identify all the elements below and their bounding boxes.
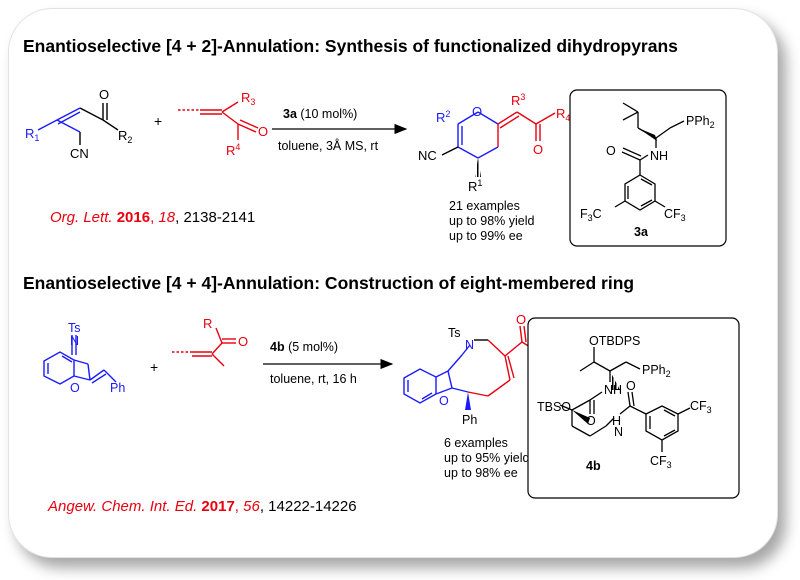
svg-text:R2: R2 [436,109,450,125]
svg-text:OTBDPS: OTBDPS [589,334,640,348]
svg-text:O: O [238,334,248,349]
svg-text:O: O [586,414,596,428]
catalyst-4b-label: 4b [586,459,601,473]
product-1-dihydropyran [441,111,556,159]
svg-text:O: O [516,312,526,327]
svg-text:NH: NH [650,149,668,163]
results-1-yield: up to 98% yield [449,214,535,228]
reference-1-year: 2016 [117,209,150,226]
reaction-1-conditions-bottom: toluene, 3Å MS, rt [278,138,379,153]
svg-text:H: H [612,414,621,428]
catalyst-3a-label: 3a [634,225,649,239]
results-2-examples: 6 examples [444,436,508,450]
plus-sign-1: + [154,113,162,129]
catalyst-ref-3a: 3a [283,107,298,121]
catalyst-3a-structure [614,102,685,211]
svg-text:R1: R1 [468,178,482,194]
svg-text:PPh2: PPh2 [686,114,715,130]
section-2-title: Enantioselective [4 + 4]-Annulation: Con… [23,273,635,293]
catalyst-3a-box [569,89,727,247]
svg-text:TBSO: TBSO [537,400,571,414]
svg-text:NC: NC [418,148,437,163]
reference-2: Angew. Chem. Int. Ed. 2017, 56, 14222-14… [47,498,357,515]
reference-1-journal: Org. Lett. [50,209,113,226]
svg-text:R3: R3 [241,90,255,107]
svg-text:O: O [606,144,616,158]
svg-text:O: O [472,104,482,119]
reaction-2-conditions-top: 4b (5 mol%) [270,340,338,354]
svg-text:O: O [99,87,109,102]
reference-1: Org. Lett. 2016, 18, 2138-2141 [50,209,255,226]
reactant-4-allenone [172,327,236,367]
svg-text:R4: R4 [556,106,570,123]
reactant-1-ketone [79,103,119,145]
svg-text:R1: R1 [25,126,39,143]
svg-text:R3: R3 [511,92,525,108]
svg-text:R: R [203,316,212,331]
svg-text:NH: NH [604,383,622,397]
results-2-ee: up to 98% ee [444,466,518,480]
plus-sign-2: + [150,359,158,375]
reference-2-journal: Angew. Chem. Int. Ed. [47,498,197,515]
svg-text:Ph: Ph [462,413,477,427]
reaction-1-conditions-top: 3a (10 mol%) [283,107,357,121]
svg-text:N: N [465,338,474,352]
catalyst-loading-2: (5 mol%) [288,340,338,354]
svg-text:N: N [70,334,79,348]
results-1-examples: 21 examples [449,199,520,213]
reference-2-year: 2017 [201,498,234,515]
section-1-title: Enantioselective [4 + 2]-Annulation: Syn… [23,36,678,56]
reactant-3-azadiene [43,335,117,385]
svg-text:CF3: CF3 [690,399,712,415]
svg-text:Ts: Ts [68,321,81,335]
reference-2-pages: , 14222-14226 [260,498,357,515]
catalyst-loading-1: (10 mol%) [300,107,357,121]
svg-text:O: O [533,142,543,157]
results-2-yield: up to 95% yield [444,451,530,465]
svg-text:N: N [614,425,623,439]
svg-text:CN: CN [70,146,89,161]
svg-text:O: O [70,381,80,395]
svg-text:Ph: Ph [110,381,125,395]
svg-text:O: O [439,394,449,408]
svg-text:O: O [626,379,636,393]
svg-text:R4: R4 [226,142,240,158]
svg-text:CF3: CF3 [650,454,672,470]
svg-text:O: O [258,124,268,139]
svg-text:CF3: CF3 [664,207,686,223]
reference-2-volume: 56 [243,498,260,515]
results-1-ee: up to 99% ee [449,229,523,243]
svg-text:PPh2: PPh2 [642,363,671,379]
reference-1-pages: , 2138-2141 [175,209,255,226]
catalyst-4b-structure [559,347,691,452]
reference-1-volume: 18 [158,209,175,226]
reaction-2-conditions-bottom: toluene, rt, 16 h [270,372,357,386]
svg-text:F3C: F3C [580,207,602,223]
reactant-2-allenone [178,101,259,140]
svg-text:Ts: Ts [448,326,461,340]
reactant-1-cyanoenone [37,107,81,133]
catalyst-ref-4b: 4b [270,340,285,354]
svg-text:R2: R2 [118,128,132,145]
